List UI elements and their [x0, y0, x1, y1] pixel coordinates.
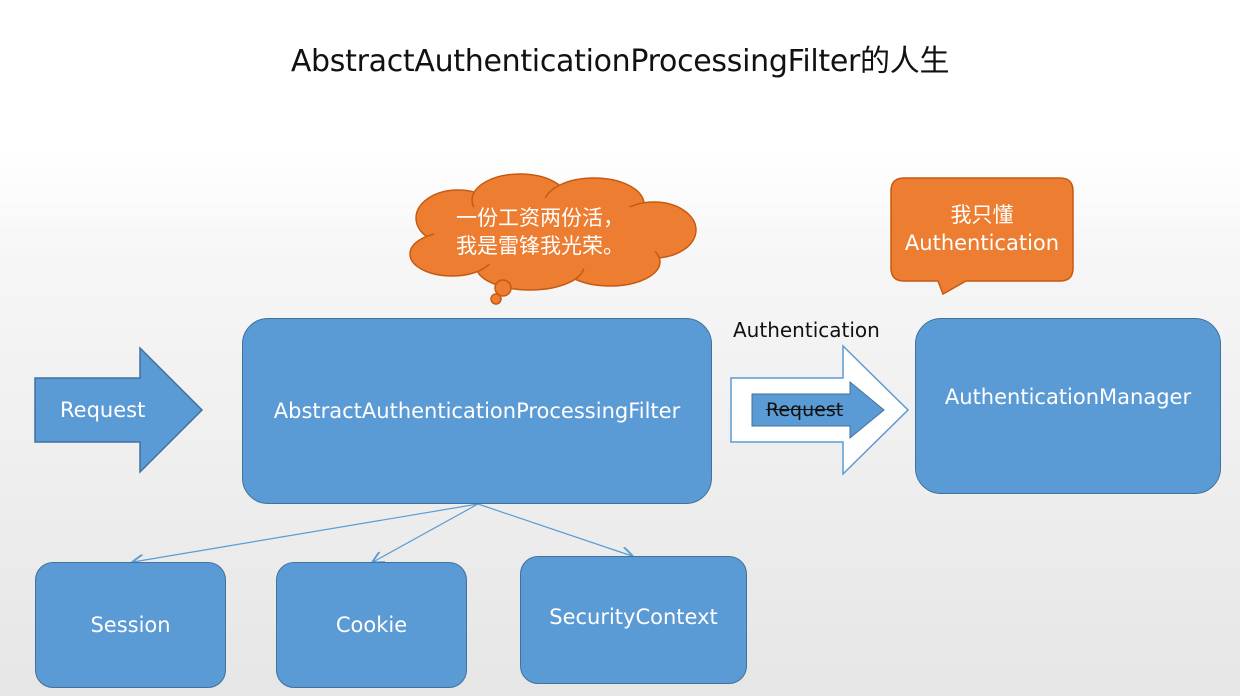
- transform-arrow-top-label: Authentication: [733, 318, 880, 342]
- authentication-manager-box: AuthenticationManager: [915, 318, 1221, 494]
- session-label: Session: [90, 613, 171, 637]
- cookie-box: Cookie: [276, 562, 467, 688]
- speech-line-2: Authentication: [904, 231, 1060, 255]
- filter-box-label: AbstractAuthenticationProcessingFilter: [273, 399, 681, 423]
- connector-cookie: [373, 503, 479, 562]
- request-arrow-label: Request: [60, 398, 146, 422]
- transform-arrow-inner: [751, 380, 885, 440]
- securitycontext-box: SecurityContext: [520, 556, 747, 684]
- request-arrow: [34, 346, 204, 474]
- transform-arrow-inner-label: Request: [766, 399, 844, 421]
- filter-box: AbstractAuthenticationProcessingFilter: [242, 318, 712, 504]
- page-title: AbstractAuthenticationProcessingFilter的人…: [290, 44, 950, 79]
- speech-line-1: 我只懂: [950, 203, 1014, 227]
- cookie-label: Cookie: [335, 613, 408, 637]
- thought-line-2: 我是雷锋我光荣。: [456, 234, 624, 258]
- speech-callout: [890, 177, 1074, 296]
- connector-securitycontext: [477, 503, 632, 556]
- session-box: Session: [35, 562, 226, 688]
- speech-callout-text: 我只懂 Authentication: [891, 201, 1073, 257]
- connector-session: [133, 503, 479, 562]
- thought-bubble-text: 一份工资两份活， 我是雷锋我光荣。: [430, 204, 650, 260]
- thought-line-1: 一份工资两份活，: [456, 206, 624, 230]
- securitycontext-label: SecurityContext: [549, 605, 718, 629]
- authentication-manager-label: AuthenticationManager: [944, 385, 1192, 409]
- thought-bubble: [409, 173, 697, 305]
